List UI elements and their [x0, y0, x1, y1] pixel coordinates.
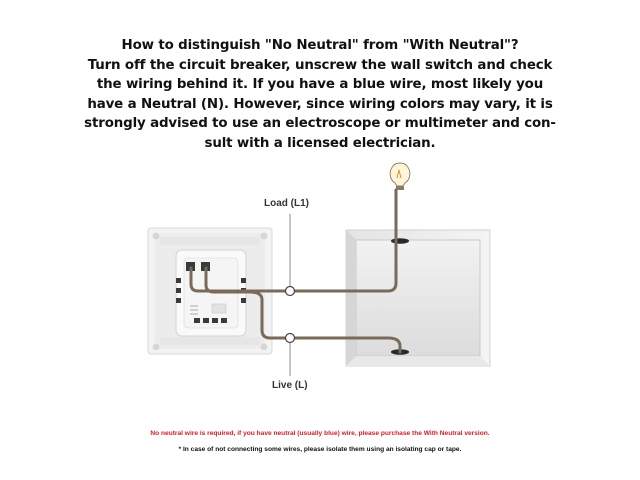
neutral-notice: No neutral wire is required, if you have…	[150, 430, 490, 437]
screw-hole-top-left	[152, 232, 160, 240]
instructions-headline: How to distinguish "No Neutral" from "Wi…	[80, 36, 560, 154]
headline-line-3: the wiring behind it. If you have a blue…	[96, 77, 544, 93]
box-hole-top	[391, 238, 409, 244]
terminal-left	[186, 262, 195, 271]
ceiling-junction-box	[345, 229, 491, 367]
live-wire	[204, 266, 402, 354]
screw-hole-bottom-right	[260, 343, 268, 351]
headline-line-4: have a Neutral (N). However, since wirin…	[87, 96, 553, 112]
live-junction-marker	[284, 332, 296, 344]
headline-line-2: Turn off the circuit breaker, unscrew th…	[87, 57, 553, 73]
light-bulb-icon	[389, 162, 411, 190]
load-junction-marker	[284, 285, 296, 297]
screw-hole-top-right	[260, 232, 268, 240]
headline-line-1: How to distinguish "No Neutral" from "Wi…	[121, 38, 519, 53]
isolation-notice: * In case of not connecting some wires, …	[178, 446, 462, 453]
screw-hole-bottom-left	[152, 343, 160, 351]
live-label: Live (L)	[272, 380, 308, 391]
headline-line-5: strongly advised to use an electroscope …	[84, 116, 556, 132]
headline-line-6: sult with a licensed electrician.	[204, 135, 436, 151]
load-label: Load (L1)	[264, 198, 309, 209]
terminal-right	[201, 262, 210, 271]
